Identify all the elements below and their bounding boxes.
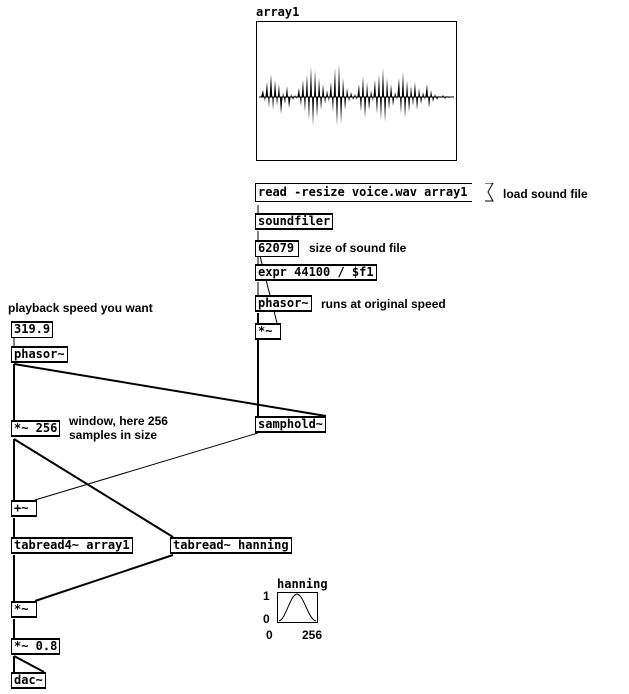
hanning-label: hanning [277, 577, 328, 591]
size-number-box[interactable]: 62079 [255, 240, 299, 257]
hanning-graph[interactable] [277, 592, 318, 623]
dac-object[interactable]: dac~ [11, 672, 46, 689]
hanning-x-min: 0 [266, 628, 273, 642]
multiply-gain-object[interactable]: *~ 0.8 [11, 638, 61, 655]
multiply-envelope-object[interactable]: *~ [11, 601, 37, 618]
soundfiler-object[interactable]: soundfiler [255, 213, 334, 230]
hanning-x-max: 256 [302, 628, 323, 642]
multiply-right-object[interactable]: *~ [255, 323, 281, 340]
phasor-left-object[interactable]: phasor~ [11, 346, 68, 363]
comment-runs: runs at original speed [321, 297, 446, 311]
plus-object[interactable]: +~ [11, 500, 37, 517]
array1-label: array1 [256, 5, 300, 19]
comment-window: window, here 256 samples in size [69, 414, 168, 442]
waveform-shape [261, 64, 453, 126]
waveform-plot [259, 64, 454, 126]
hanning-curve [278, 593, 317, 622]
read-message[interactable]: read -resize voice.wav array1 [255, 183, 472, 202]
samphold-object[interactable]: samphold~ [255, 416, 327, 433]
speed-number-box[interactable]: 319.9 [11, 321, 53, 338]
phasor-right-object[interactable]: phasor~ [255, 295, 312, 312]
comment-load: load sound file [503, 187, 588, 201]
hanning-y-max: 1 [263, 589, 270, 603]
tabread-hanning-object[interactable]: tabread~ hanning [170, 537, 292, 554]
comment-speed: playback speed you want [8, 301, 153, 315]
multiply-256-object[interactable]: *~ 256 [11, 420, 61, 437]
tabread4-object[interactable]: tabread4~ array1 [11, 537, 133, 554]
expr-object[interactable]: expr 44100 / $f1 [255, 264, 377, 281]
hanning-y-min: 0 [263, 612, 270, 626]
message-flag-icon [485, 183, 494, 202]
comment-size: size of sound file [309, 241, 407, 255]
array1-graph[interactable] [256, 21, 457, 161]
